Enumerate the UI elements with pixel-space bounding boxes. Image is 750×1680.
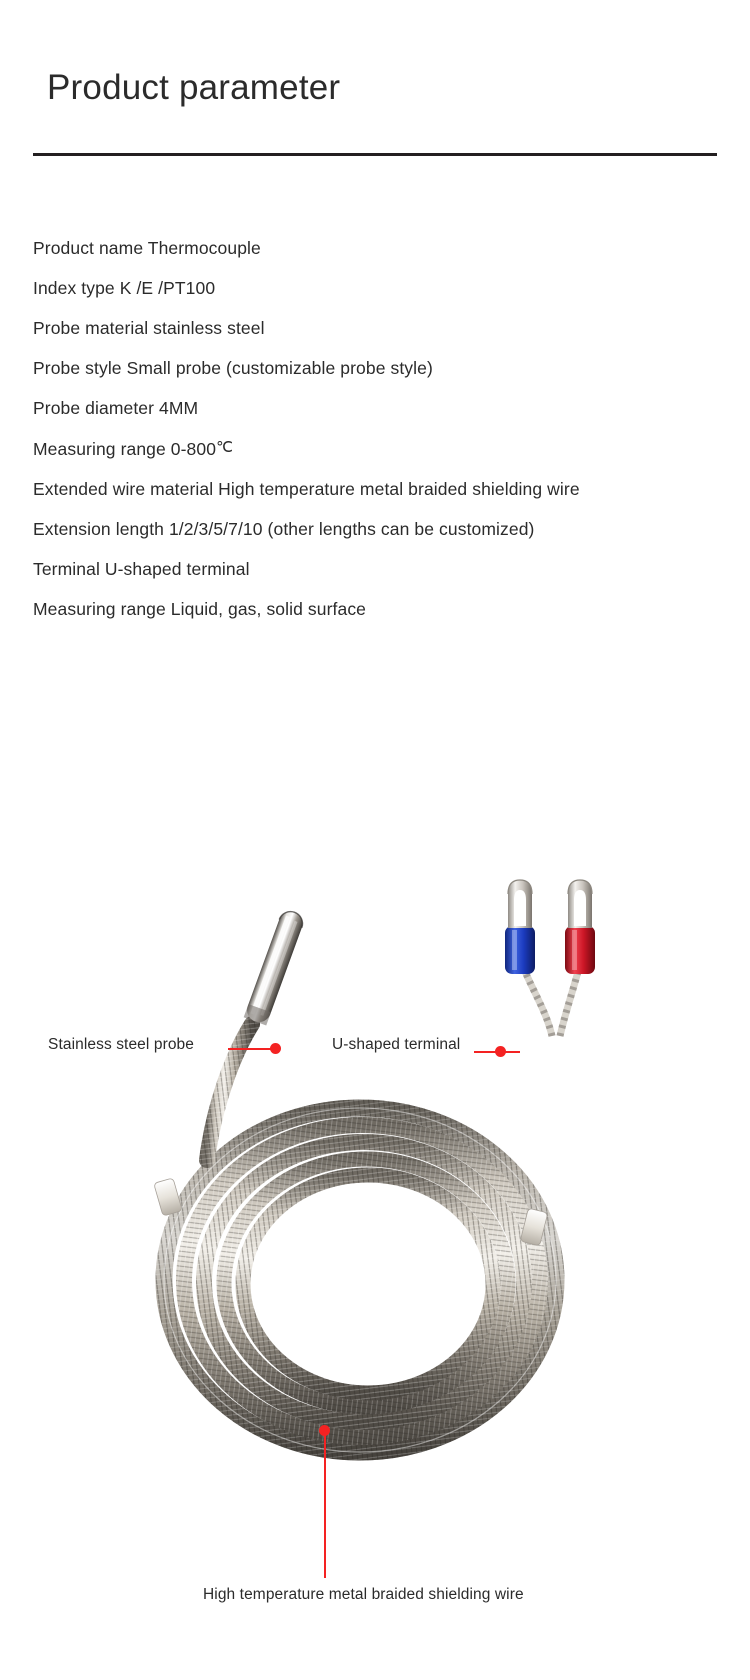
probe-leader-dot [270, 1043, 281, 1054]
spec-probe-material: Probe material stainless steel [33, 318, 265, 338]
callout-shielding-wire: High temperature metal braided shielding… [203, 1586, 524, 1603]
spec-probe-style: Probe style Small probe (customizable pr… [33, 358, 433, 378]
spec-terminal: Terminal U-shaped terminal [33, 559, 250, 579]
product-image [0, 860, 750, 1560]
celsius-unit: ℃ [216, 439, 233, 456]
callout-stainless-steel-probe: Stainless steel probe [48, 1036, 194, 1053]
probe-lead [199, 1016, 260, 1168]
measuring-range-value: 0-800 [170, 439, 217, 459]
wire-leader-dot [319, 1425, 330, 1436]
spec-probe-diameter: Probe diameter 4MM [33, 398, 199, 418]
page-title: Product parameter [47, 68, 341, 107]
spec-extension-length: Extension length 1/2/3/5/7/10 (other len… [33, 519, 535, 539]
cable-ties [154, 1178, 548, 1246]
spec-index-type: Index type K /E /PT100 [33, 278, 216, 298]
terminal-blue [505, 879, 535, 974]
measuring-range-label: Measuring range [33, 439, 166, 459]
terminal-leader-dot [495, 1046, 506, 1057]
spec-list: Product name Thermocouple Index type K /… [33, 228, 733, 629]
spec-product-name: Product name Thermocouple [33, 238, 261, 258]
wire-leader-line [324, 1430, 326, 1578]
terminal-red [565, 879, 595, 974]
spec-extended-wire: Extended wire material High temperature … [33, 479, 580, 499]
stainless-steel-probe [243, 910, 304, 1026]
terminal-leads [505, 879, 595, 1198]
probe-leader-line [228, 1048, 276, 1050]
spec-measuring-medium: Measuring range Liquid, gas, solid surfa… [33, 599, 366, 619]
callout-u-shaped-terminal: U-shaped terminal [332, 1036, 461, 1053]
title-divider [33, 153, 717, 156]
braided-cable-coil [155, 1099, 565, 1461]
spec-measuring-range-temp: Measuring range 0-800℃ [33, 428, 733, 469]
